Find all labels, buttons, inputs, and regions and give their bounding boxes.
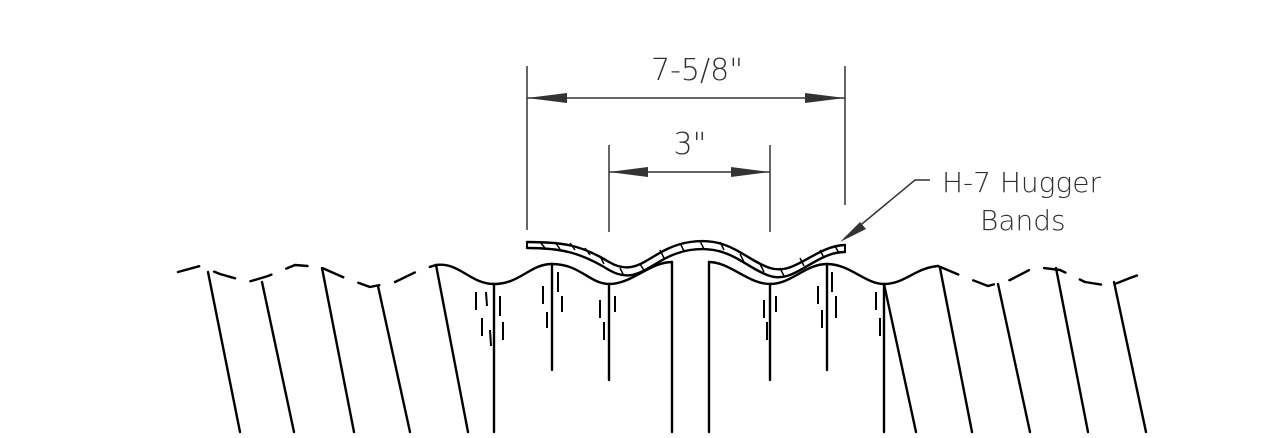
pipe-profile bbox=[176, 260, 1149, 434]
pipe-outer-right-dashed bbox=[936, 264, 1149, 288]
hugger-band-top-edge bbox=[525, 239, 847, 271]
pitch-dimension-label: 3" bbox=[674, 127, 707, 162]
pipe-rib-right-3 bbox=[996, 282, 1032, 434]
pitch-arrow-left bbox=[609, 167, 648, 177]
pipe-outer-left-dashed bbox=[176, 263, 438, 289]
pipe-rib-right-1 bbox=[882, 282, 918, 434]
callout-arrowhead bbox=[840, 222, 866, 242]
pitch-arrow-right bbox=[731, 167, 770, 177]
overall-dimension-label: 7-5/8" bbox=[651, 53, 743, 88]
pipe-rib-left-4 bbox=[376, 284, 412, 434]
callout-leader-line bbox=[844, 179, 930, 239]
hugger-band bbox=[525, 239, 847, 279]
hugger-band-hatching bbox=[539, 240, 840, 277]
overall-arrow-right bbox=[805, 93, 845, 103]
pipe-rib-left-3 bbox=[320, 266, 356, 434]
pipe-rib-right-2 bbox=[938, 266, 974, 434]
pipe-rib-right-5 bbox=[1112, 280, 1148, 434]
overall-dimension: 7-5/8" bbox=[526, 53, 846, 230]
hugger-band-bottom-edge bbox=[525, 246, 847, 279]
callout-label-line-2: Bands bbox=[980, 204, 1066, 237]
pitch-dimension: 3" bbox=[608, 127, 771, 232]
pipe-rib-left-1 bbox=[206, 270, 242, 434]
overall-arrow-left bbox=[527, 93, 567, 103]
pipe-rib-left-2 bbox=[260, 280, 296, 434]
callout: H-7 Hugger Bands bbox=[840, 166, 1102, 242]
pipe-shading-marks bbox=[475, 272, 881, 347]
pipe-top-profile-right bbox=[707, 260, 940, 286]
pipe-rib-right-4 bbox=[1054, 266, 1090, 434]
callout-label-line-1: H-7 Hugger bbox=[942, 166, 1102, 199]
pipe-rib-left-5 bbox=[434, 263, 470, 434]
